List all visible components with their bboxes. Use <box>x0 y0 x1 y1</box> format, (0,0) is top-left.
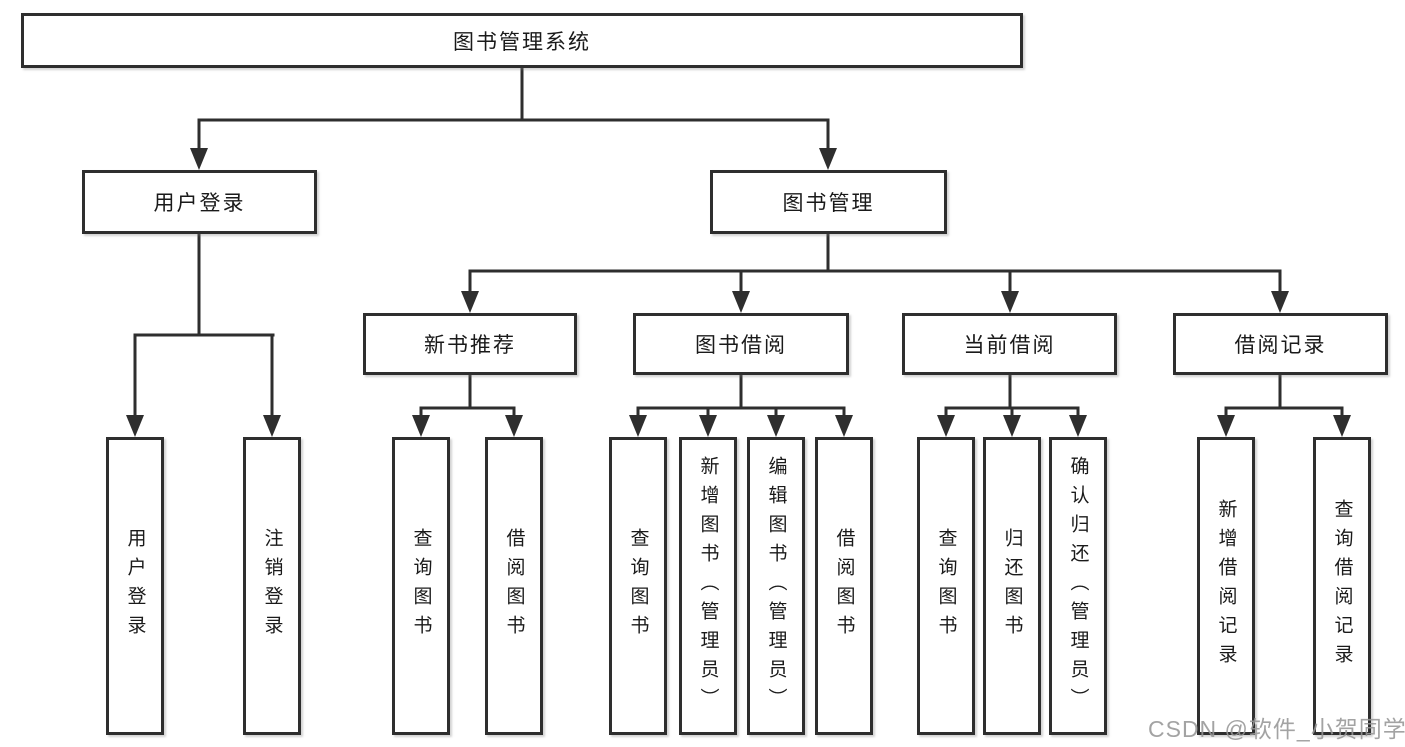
leaf-add-books-admin: 新增图书（管理员） <box>679 437 737 735</box>
leaf-confirm-return-admin: 确认归还（管理员） <box>1049 437 1107 735</box>
leaf-borrow-books: 借阅图书 <box>815 437 873 735</box>
leaf-query-books-borrowing: 查询图书 <box>609 437 667 735</box>
node-user-login: 用户登录 <box>82 170 317 234</box>
leaf-query-books-current: 查询图书 <box>917 437 975 735</box>
leaf-add-borrow-record: 新增借阅记录 <box>1197 437 1255 735</box>
leaf-edit-books-admin: 编辑图书（管理员） <box>747 437 805 735</box>
leaf-borrow-books-recommend: 借阅图书 <box>485 437 543 735</box>
node-new-book-recommendation: 新书推荐 <box>363 313 577 375</box>
node-borrowing-records: 借阅记录 <box>1173 313 1388 375</box>
node-current-borrowing: 当前借阅 <box>902 313 1117 375</box>
csdn-watermark: CSDN @软件_小贺同学 <box>1148 716 1405 742</box>
leaf-query-borrow-record: 查询借阅记录 <box>1313 437 1371 735</box>
node-book-borrowing: 图书借阅 <box>633 313 849 375</box>
leaf-return-books: 归还图书 <box>983 437 1041 735</box>
leaf-logout: 注销登录 <box>243 437 301 735</box>
node-library-management-system: 图书管理系统 <box>21 13 1023 68</box>
leaf-query-books-recommend: 查询图书 <box>392 437 450 735</box>
leaf-user-login: 用户登录 <box>106 437 164 735</box>
node-book-management: 图书管理 <box>710 170 947 234</box>
